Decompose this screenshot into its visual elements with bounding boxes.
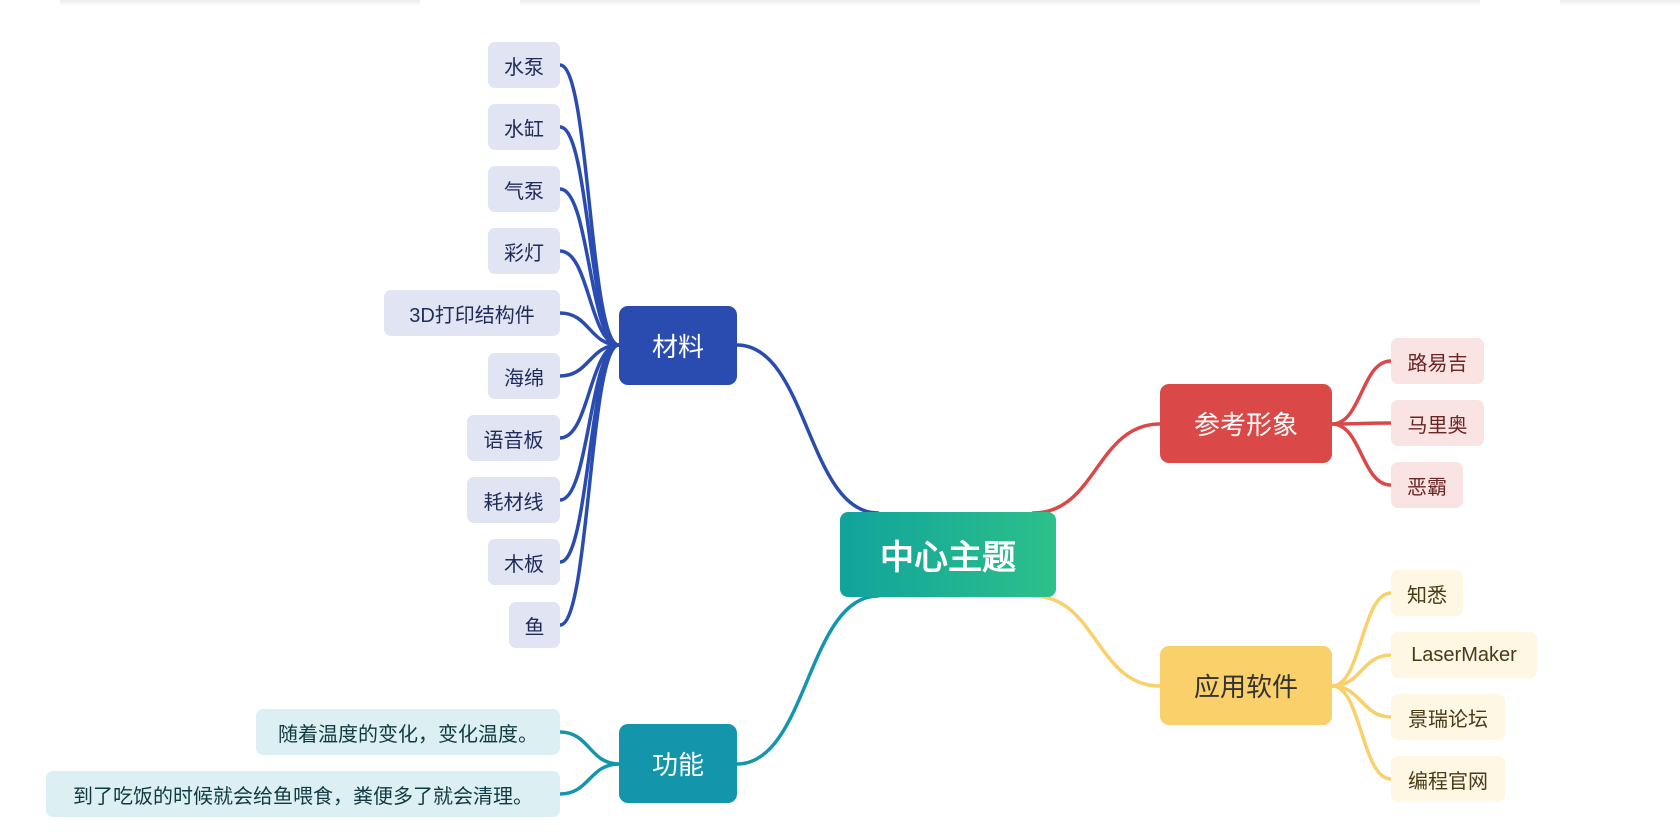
materials-item[interactable]: 彩灯 [488,228,560,274]
software-item[interactable]: 编程官网 [1391,756,1505,802]
link-center-function [735,594,880,766]
center-topic[interactable]: 中心主题 [840,512,1056,597]
reference-item[interactable]: 马里奥 [1391,400,1484,446]
function-item-label: 到了吃饭的时候就会给鱼喂食，粪便多了就会清理。 [73,785,533,808]
materials-item-label: 语音板 [483,429,544,452]
top-shadow-middle [520,0,1480,6]
link-center-software [1031,594,1162,688]
link-materials-item [558,187,621,347]
branch-software-label: 应用软件 [1193,672,1298,702]
function-item-label: 随着温度的变化，变化温度。 [278,723,538,746]
branch-software[interactable]: 应用软件 [1160,646,1332,725]
materials-item[interactable]: 水泵 [488,42,560,88]
materials-item-label: 耗材线 [483,491,544,514]
link-materials-item [558,343,621,627]
branch-reference-label: 参考形象 [1193,410,1298,440]
materials-item[interactable]: 3D打印结构件 [384,290,560,336]
materials-item-label: 3D打印结构件 [409,304,535,327]
software-item-label: 景瑞论坛 [1408,708,1488,731]
top-shadow-left [60,0,420,6]
link-center-reference [1031,422,1162,515]
branch-materials-label: 材料 [651,332,704,362]
branch-function-label: 功能 [651,750,704,780]
link-center-materials [735,343,880,515]
link-materials-item [558,249,621,347]
link-reference-item [1330,422,1393,487]
link-materials-item [558,343,621,564]
link-reference-item [1330,359,1393,426]
software-item-label: 知悉 [1407,584,1447,607]
materials-item[interactable]: 耗材线 [467,477,560,523]
software-item[interactable]: LaserMaker [1391,632,1537,678]
link-function-item [558,762,621,796]
materials-item[interactable]: 海绵 [488,353,560,399]
link-software-item [1330,591,1393,688]
link-function-item [558,730,621,766]
software-item[interactable]: 景瑞论坛 [1391,694,1505,740]
branch-reference[interactable]: 参考形象 [1160,384,1332,463]
materials-item[interactable]: 鱼 [509,602,560,648]
link-reference-item [1330,421,1393,426]
reference-item[interactable]: 恶霸 [1391,462,1463,508]
branch-function[interactable]: 功能 [619,724,737,803]
reference-item-label: 路易吉 [1407,352,1468,375]
materials-item-label: 水泵 [504,56,544,79]
materials-item-label: 海绵 [504,367,544,390]
software-item[interactable]: 知悉 [1391,570,1463,616]
materials-item[interactable]: 木板 [488,539,560,585]
materials-item-label: 鱼 [524,616,545,639]
branch-materials[interactable]: 材料 [619,306,737,385]
link-software-item [1330,684,1393,781]
materials-item[interactable]: 语音板 [467,415,560,461]
function-item[interactable]: 到了吃饭的时候就会给鱼喂食，粪便多了就会清理。 [46,771,560,817]
materials-item-label: 气泵 [504,180,544,203]
function-item[interactable]: 随着温度的变化，变化温度。 [256,709,560,755]
top-shadow-right [1560,0,1680,6]
reference-item[interactable]: 路易吉 [1391,338,1484,384]
materials-item-label: 彩灯 [504,242,544,265]
reference-item-label: 恶霸 [1407,476,1447,499]
center-topic-label: 中心主题 [880,539,1016,577]
software-item-label: LaserMaker [1411,643,1517,666]
materials-item[interactable]: 水缸 [488,104,560,150]
materials-item-label: 水缸 [504,118,544,141]
software-item-label: 编程官网 [1408,770,1488,793]
materials-item-label: 木板 [504,553,544,576]
materials-item[interactable]: 气泵 [488,166,560,212]
link-materials-item [558,125,621,347]
reference-item-label: 马里奥 [1407,414,1468,437]
